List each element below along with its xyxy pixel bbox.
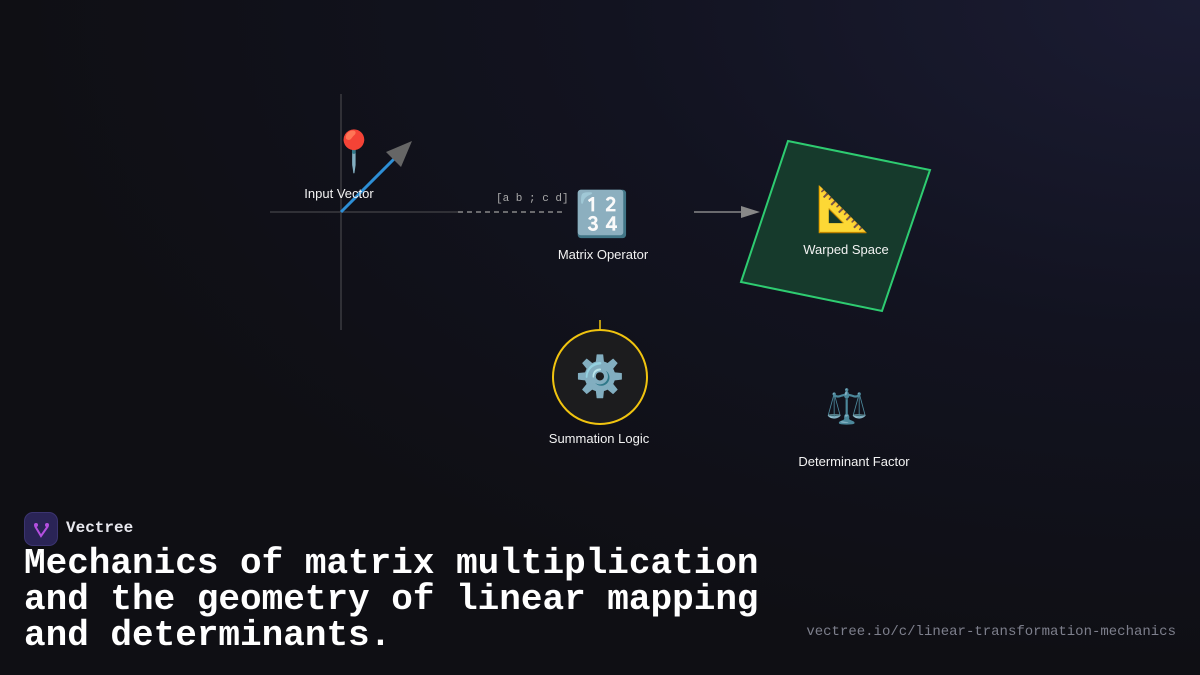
- summation-logic-label: Summation Logic: [548, 431, 650, 446]
- triangular-ruler-icon: 📐: [815, 184, 871, 235]
- vectree-logo-icon: [34, 523, 49, 538]
- brand-name: Vectree: [66, 519, 134, 537]
- numbers-1234-icon: 🔢: [574, 189, 630, 240]
- input-vector-arrow: [339, 156, 397, 214]
- page-title: Mechanics of matrix multiplication and t…: [24, 543, 759, 656]
- input-vector-label: Input Vector: [304, 186, 374, 201]
- arrow-head: [386, 141, 412, 167]
- determinant-factor-label: Determinant Factor: [798, 454, 910, 469]
- warped-space-shape: [739, 139, 932, 313]
- gear-icon: ⚙️: [575, 354, 625, 400]
- balance-scale-icon: ⚖️: [825, 387, 869, 427]
- matrix-operator-label: Matrix Operator: [557, 247, 649, 262]
- brand-logo: [24, 512, 58, 546]
- pushpin-icon: 📍: [329, 129, 379, 175]
- summation-circle: [552, 329, 648, 425]
- matrix-annotation: [a b ; c d]: [496, 193, 569, 205]
- warped-space-label: Warped Space: [803, 242, 889, 257]
- source-url[interactable]: vectree.io/c/linear-transformation-mecha…: [806, 624, 1176, 640]
- connector-arrowhead: [741, 206, 760, 218]
